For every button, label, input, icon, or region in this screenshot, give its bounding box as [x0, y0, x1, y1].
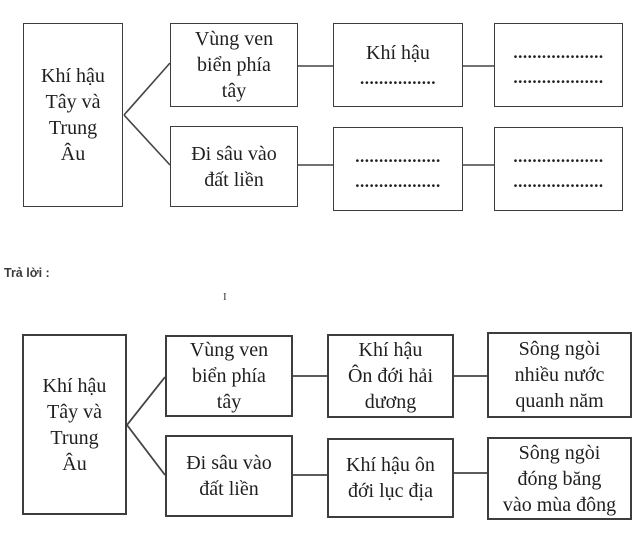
answer-label: Trả lời :	[4, 266, 50, 280]
question-coast-river-box: ................... ...................	[494, 23, 623, 107]
blank-dotted-line: ..................	[355, 147, 441, 166]
question-inland-climate-box: .................. ..................	[333, 127, 463, 211]
blank-dotted-line: ...................	[513, 147, 604, 166]
answer-inland-branch-label: Đi sâu vào đất liền	[186, 452, 272, 500]
answer-coast-river-box: Sông ngòi nhiều nước quanh năm	[487, 332, 632, 418]
blank-dotted-line: ...................	[513, 172, 604, 191]
question-root-box: Khí hậu Tây và Trung Âu	[23, 23, 123, 207]
answer-inland-climate-label: Khí hậu ôn đới lục địa	[346, 454, 435, 502]
answer-inland-branch-box: Đi sâu vào đất liền	[165, 435, 293, 517]
question-coast-branch-label: Vùng ven biển phía tây	[194, 28, 274, 102]
question-root-label: Khí hậu Tây và Trung Âu	[41, 65, 105, 165]
question-coast-climate-box: Khí hậu ................	[333, 23, 463, 107]
answer-root-box: Khí hậu Tây và Trung Âu	[22, 334, 127, 515]
answer-root-label: Khí hậu Tây và Trung Âu	[42, 374, 107, 475]
answer-coast-climate-box: Khí hậu Ôn đới hải dương	[327, 334, 454, 418]
text-cursor-mark: I	[223, 291, 227, 303]
blank-dotted-line: ..................	[355, 172, 441, 191]
answer-inland-river-label: Sông ngòi đóng băng vào mùa đông	[502, 441, 617, 516]
question-inland-branch-label: Đi sâu vào đất liền	[191, 142, 277, 191]
question-inland-river-box: ................... ...................	[494, 127, 623, 211]
answer-coast-branch-label: Vùng ven biển phía tây	[189, 339, 269, 413]
blank-dotted-line: ...................	[513, 43, 604, 62]
answer-inland-river-box: Sông ngòi đóng băng vào mùa đông	[487, 437, 632, 520]
answer-coast-river-label: Sông ngòi nhiều nước quanh năm	[514, 338, 605, 412]
question-coast-branch-box: Vùng ven biển phía tây	[170, 23, 298, 107]
answer-coast-branch-box: Vùng ven biển phía tây	[165, 335, 293, 417]
answer-inland-climate-box: Khí hậu ôn đới lục địa	[327, 438, 454, 518]
blank-dotted-line: ................	[360, 68, 436, 88]
question-coast-climate-title: Khí hậu	[366, 41, 430, 64]
blank-dotted-line: ...................	[513, 68, 604, 87]
answer-coast-climate-label: Khí hậu Ôn đới hải dương	[347, 339, 433, 413]
question-inland-branch-box: Đi sâu vào đất liền	[170, 126, 298, 207]
